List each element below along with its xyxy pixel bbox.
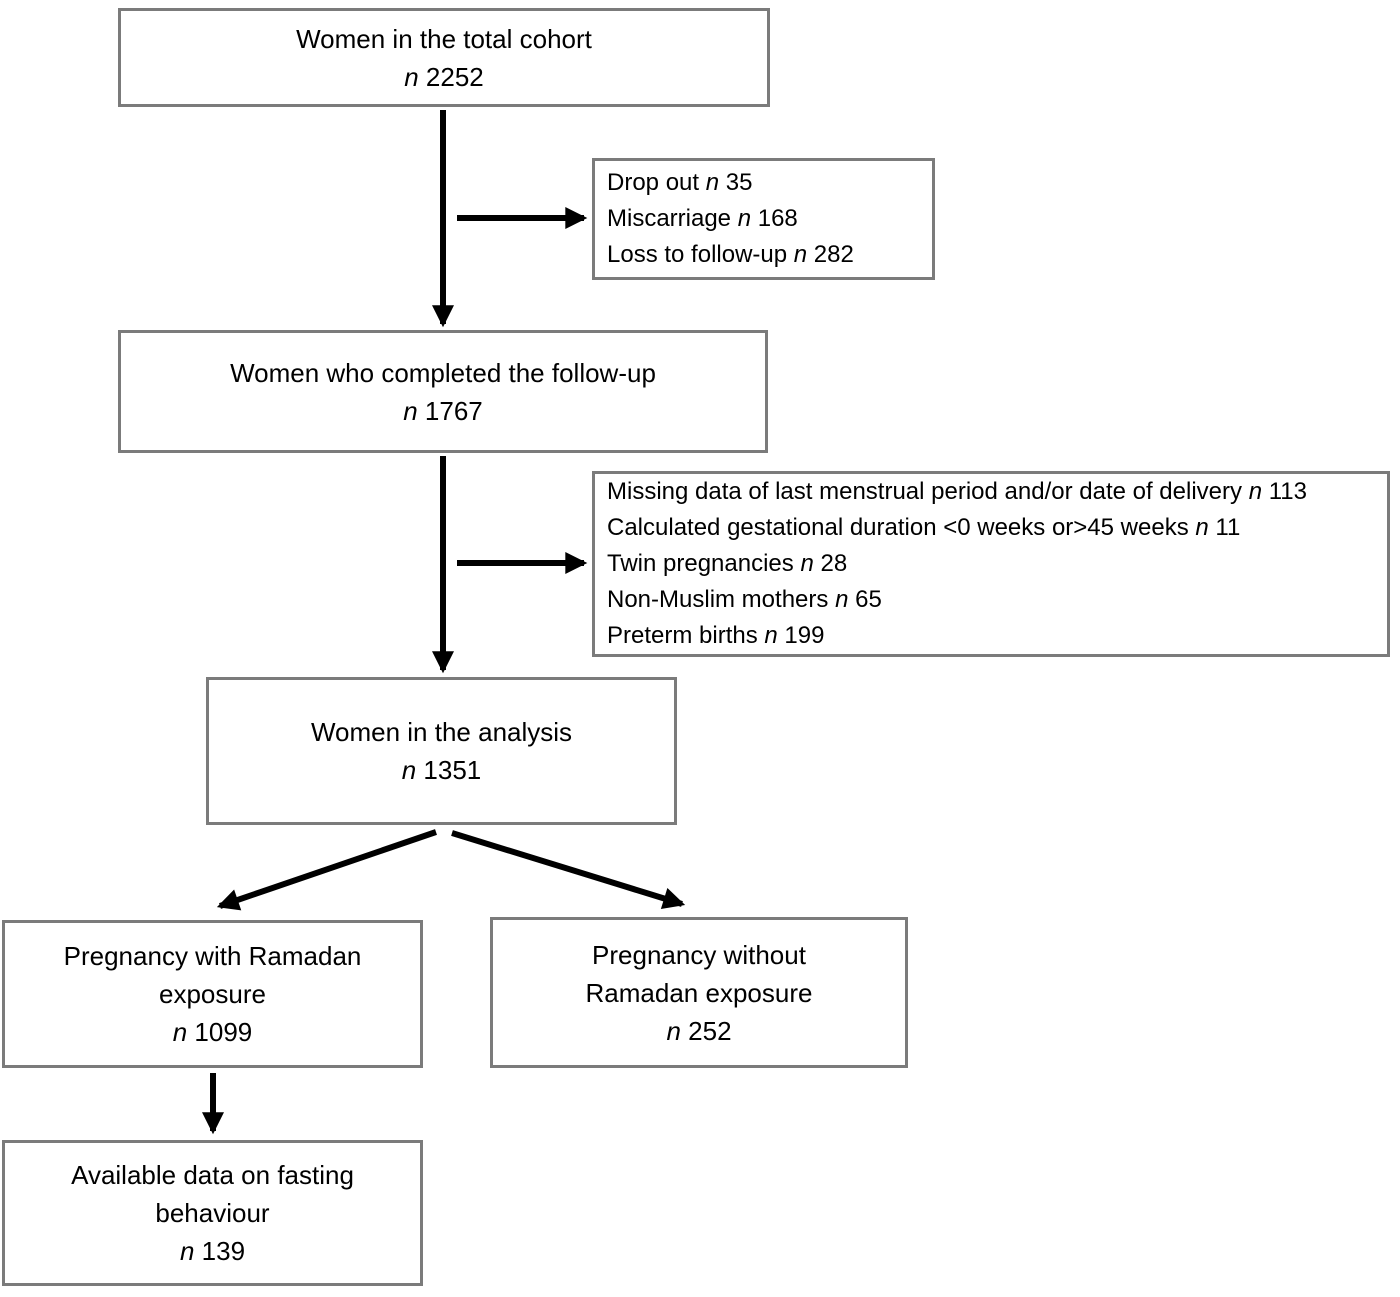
box-title: Pregnancy without Ramadan exposure bbox=[585, 939, 813, 1008]
exclusion-item: Miscarriage n 168 bbox=[607, 201, 920, 237]
exclusion-label: Non-Muslim mothers bbox=[607, 586, 829, 613]
count-value: 28 bbox=[820, 550, 848, 577]
exclusion-item: Drop out n 35 bbox=[607, 165, 920, 201]
count-value: 1351 bbox=[423, 755, 482, 785]
count-value: 113 bbox=[1268, 478, 1307, 505]
n-symbol: n bbox=[1195, 514, 1209, 541]
count-value: 1767 bbox=[424, 395, 483, 426]
box-title: Women in the total cohort bbox=[296, 23, 592, 54]
n-symbol: n bbox=[404, 61, 419, 92]
count-value: 199 bbox=[784, 622, 825, 649]
box-count: n 139 bbox=[180, 1232, 245, 1270]
exclusion-item: Non-Muslim mothers n 65 bbox=[607, 582, 1375, 618]
exclusion-label: Preterm births bbox=[607, 622, 758, 649]
count-value: 35 bbox=[725, 169, 753, 196]
n-symbol: n bbox=[737, 205, 752, 232]
box-no-ramadan-exposure: Pregnancy without Ramadan exposure n 252 bbox=[490, 917, 908, 1068]
count-value: 252 bbox=[688, 1015, 732, 1046]
exclusion-item: Twin pregnancies n 28 bbox=[607, 546, 1375, 582]
box-ramadan-exposure: Pregnancy with Ramadan exposure n 1099 bbox=[2, 920, 423, 1068]
count-value: 11 bbox=[1215, 514, 1241, 541]
exclusion-label: Loss to follow-up bbox=[607, 241, 788, 268]
n-symbol: n bbox=[401, 755, 417, 785]
n-symbol: n bbox=[1248, 478, 1263, 505]
count-value: 168 bbox=[757, 205, 798, 232]
box-count: n 2252 bbox=[404, 58, 484, 96]
box-title: Available data on fasting behaviour bbox=[71, 1160, 354, 1228]
exclusion-label: Miscarriage bbox=[607, 205, 732, 232]
box-analysis: Women in the analysis n 1351 bbox=[206, 677, 677, 825]
n-symbol: n bbox=[800, 550, 814, 577]
n-symbol: n bbox=[705, 169, 720, 196]
box-count: n 252 bbox=[666, 1012, 731, 1050]
count-value: 139 bbox=[201, 1236, 246, 1266]
exclusion-item: Missing data of last menstrual period an… bbox=[607, 474, 1375, 510]
count-value: 2252 bbox=[425, 61, 484, 92]
count-value: 282 bbox=[813, 241, 854, 268]
exclusion-label: Calculated gestational duration <0 weeks… bbox=[607, 514, 1189, 541]
box-title: Women who completed the follow-up bbox=[230, 357, 656, 388]
box-count: n 1351 bbox=[402, 751, 482, 789]
arrow-analysis-to-no-ramadan-exposure bbox=[451, 830, 686, 909]
box-count: n 1767 bbox=[403, 392, 483, 430]
n-symbol: n bbox=[793, 241, 808, 268]
exclusion-item: Calculated gestational duration <0 weeks… bbox=[607, 510, 1375, 546]
box-exclusions-followup: Drop out n 35 Miscarriage n 168 Loss to … bbox=[592, 158, 935, 280]
count-value: 1099 bbox=[194, 1017, 253, 1047]
n-symbol: n bbox=[179, 1236, 195, 1266]
box-total-cohort: Women in the total cohort n 2252 bbox=[118, 8, 770, 107]
box-count: n 1099 bbox=[173, 1013, 253, 1051]
arrow-analysis-to-ramadan-exposure bbox=[216, 829, 437, 911]
n-symbol: n bbox=[172, 1017, 188, 1047]
n-symbol: n bbox=[666, 1015, 681, 1046]
box-fasting-data: Available data on fasting behaviour n 13… bbox=[2, 1140, 423, 1286]
exclusion-label: Twin pregnancies bbox=[607, 550, 794, 577]
exclusion-item: Preterm births n 199 bbox=[607, 618, 1375, 654]
count-value: 65 bbox=[855, 586, 882, 613]
box-completed-followup: Women who completed the follow-up n 1767 bbox=[118, 330, 768, 453]
box-title: Pregnancy with Ramadan exposure bbox=[63, 941, 362, 1009]
box-exclusions-analysis: Missing data of last menstrual period an… bbox=[592, 471, 1390, 657]
box-title: Women in the analysis bbox=[310, 717, 573, 747]
exclusion-label: Missing data of last menstrual period an… bbox=[607, 478, 1243, 505]
n-symbol: n bbox=[835, 586, 849, 613]
n-symbol: n bbox=[764, 622, 778, 649]
n-symbol: n bbox=[403, 395, 418, 426]
exclusion-label: Drop out bbox=[607, 169, 700, 196]
exclusion-item: Loss to follow-up n 282 bbox=[607, 237, 920, 273]
